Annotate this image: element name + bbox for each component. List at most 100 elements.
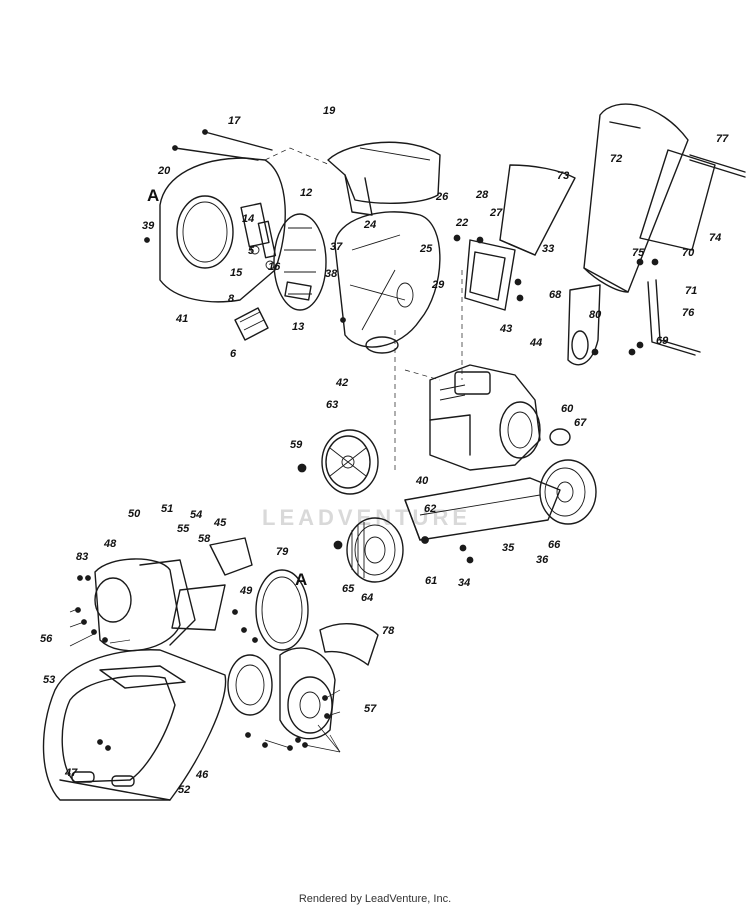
- part-label: 46: [195, 769, 209, 781]
- part-label: 59: [290, 439, 303, 451]
- part-label: 65: [342, 583, 355, 595]
- assembly-dash-lines: [264, 147, 463, 470]
- part-label: 54: [190, 509, 202, 521]
- part-label: 36: [536, 554, 549, 566]
- part-label: 51: [161, 503, 173, 515]
- part-label: 75: [632, 247, 645, 259]
- part-label: 80: [589, 309, 602, 321]
- part-label: 38: [325, 268, 338, 280]
- part-label: 24: [363, 219, 376, 231]
- part-label: 28: [475, 189, 489, 201]
- part-label: 53: [43, 674, 55, 686]
- part-label: 72: [610, 153, 622, 165]
- wheel-upper: [321, 429, 379, 495]
- side-housing: [159, 157, 286, 303]
- part-label: 16: [268, 261, 281, 273]
- part-label: 62: [424, 503, 436, 515]
- callout-letter-lower: A: [295, 570, 307, 589]
- main-housing: [334, 211, 441, 354]
- part-label: 63: [326, 399, 338, 411]
- feed-chute: [464, 164, 576, 311]
- part-label: 44: [529, 337, 542, 349]
- part-label: 47: [64, 767, 78, 779]
- part-label: 5: [248, 245, 255, 257]
- deflector-flap: [639, 149, 746, 251]
- part-label: 34: [458, 577, 470, 589]
- part-label: 66: [548, 539, 561, 551]
- part-label: 14: [242, 213, 254, 225]
- leader-lines: [69, 607, 341, 753]
- part-label: 58: [198, 533, 211, 545]
- part-label: 42: [335, 377, 348, 389]
- part-label: 76: [682, 307, 695, 319]
- part-label: 49: [239, 585, 253, 597]
- part-label: 15: [230, 267, 243, 279]
- part-label: 39: [142, 220, 155, 232]
- part-label: 50: [128, 508, 141, 520]
- upper-assembly: [144, 103, 746, 583]
- lower-hardware-dots: [75, 575, 330, 751]
- part-label: 26: [435, 191, 449, 203]
- part-label: 19: [323, 105, 336, 117]
- part-label: 45: [213, 517, 227, 529]
- watermark: LEADVENTURE: [262, 505, 471, 530]
- part-label: 22: [455, 217, 468, 229]
- part-label: 73: [557, 170, 569, 182]
- part-label: 68: [549, 289, 562, 301]
- part-label: 55: [177, 523, 190, 535]
- base-frame: [404, 477, 561, 541]
- part-label: 33: [542, 243, 554, 255]
- part-label: 25: [419, 243, 433, 255]
- impeller-assembly: [227, 647, 336, 740]
- part-label: 41: [175, 313, 188, 325]
- part-label: 27: [489, 207, 503, 219]
- wheel-lower: [346, 517, 404, 583]
- part-label: 71: [685, 285, 697, 297]
- control-knob: [549, 428, 571, 446]
- part-label: 77: [716, 133, 729, 145]
- part-label: 79: [276, 546, 289, 558]
- footer-credit: Rendered by LeadVenture, Inc.: [298, 893, 452, 905]
- support-rod: [647, 279, 701, 356]
- top-cover: [327, 141, 441, 216]
- long-bolts: [172, 129, 273, 161]
- lower-assembly: [42, 537, 379, 801]
- part-label: 64: [361, 592, 373, 604]
- left-impeller-housing: [94, 558, 196, 652]
- gasket-ring: [255, 569, 309, 651]
- wheel-right: [539, 459, 597, 525]
- part-label: 20: [157, 165, 171, 177]
- shredder-screen: [273, 213, 327, 311]
- plate-parts: [240, 202, 277, 270]
- part-label: 12: [300, 187, 312, 199]
- part-label: 8: [228, 293, 235, 305]
- part-label: 48: [103, 538, 117, 550]
- part-label: 52: [178, 784, 190, 796]
- part-label: 78: [382, 625, 395, 637]
- callout-letter-upper: A: [147, 186, 159, 205]
- hopper: [42, 649, 227, 801]
- engine: [429, 364, 541, 471]
- part-label: 56: [40, 633, 53, 645]
- part-label: 37: [330, 241, 343, 253]
- part-label: 70: [682, 247, 695, 259]
- chute-bracket: [567, 284, 601, 366]
- part-label: 83: [76, 551, 88, 563]
- discharge-tube: [583, 103, 689, 293]
- part-label: 61: [425, 575, 437, 587]
- part-label: 60: [561, 403, 574, 415]
- hardware-dots: [144, 234, 659, 564]
- part-label: 67: [574, 417, 587, 429]
- part-label: 69: [656, 335, 669, 347]
- part-label: 17: [228, 115, 241, 127]
- part-label: 35: [502, 542, 515, 554]
- bracket: [234, 307, 269, 341]
- part-number-labels: 5 6 8 12 13 14 15 16 17 19 20 22 24 25 2…: [40, 105, 729, 796]
- part-label: 57: [364, 703, 377, 715]
- part-label: 29: [431, 279, 445, 291]
- guard-plate: [319, 622, 379, 666]
- part-label: 6: [230, 348, 237, 360]
- part-label: 74: [709, 232, 721, 244]
- part-label: 13: [292, 321, 304, 333]
